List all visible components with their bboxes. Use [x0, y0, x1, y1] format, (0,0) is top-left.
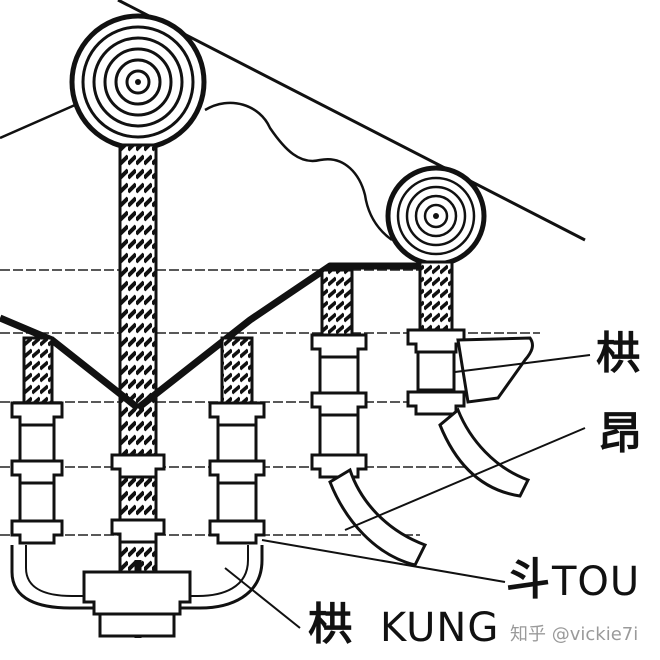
log-section-small: [385, 165, 487, 267]
label-kung: KUNG: [380, 605, 500, 651]
bearing-blocks: [10, 328, 466, 545]
base-block: [82, 570, 192, 638]
leader-lines: [224, 354, 591, 629]
watermark: 知乎 @vickie7i: [510, 624, 639, 645]
label-tou: TOU: [552, 559, 641, 605]
log-section-large: [69, 13, 207, 151]
rafter-line-left: [0, 103, 76, 140]
kung-arm: [10, 545, 264, 610]
label-kung-right: 栱: [596, 328, 640, 379]
label-tou-char: 斗: [506, 554, 550, 605]
ang-arms: [328, 336, 534, 567]
short-posts: [22, 260, 454, 405]
label-kung-char: 栱: [308, 599, 352, 650]
cloud-outline: [204, 101, 393, 242]
roof-slope-line: [117, 0, 586, 242]
central-post: [118, 143, 158, 637]
label-ang: 昂: [598, 408, 642, 459]
